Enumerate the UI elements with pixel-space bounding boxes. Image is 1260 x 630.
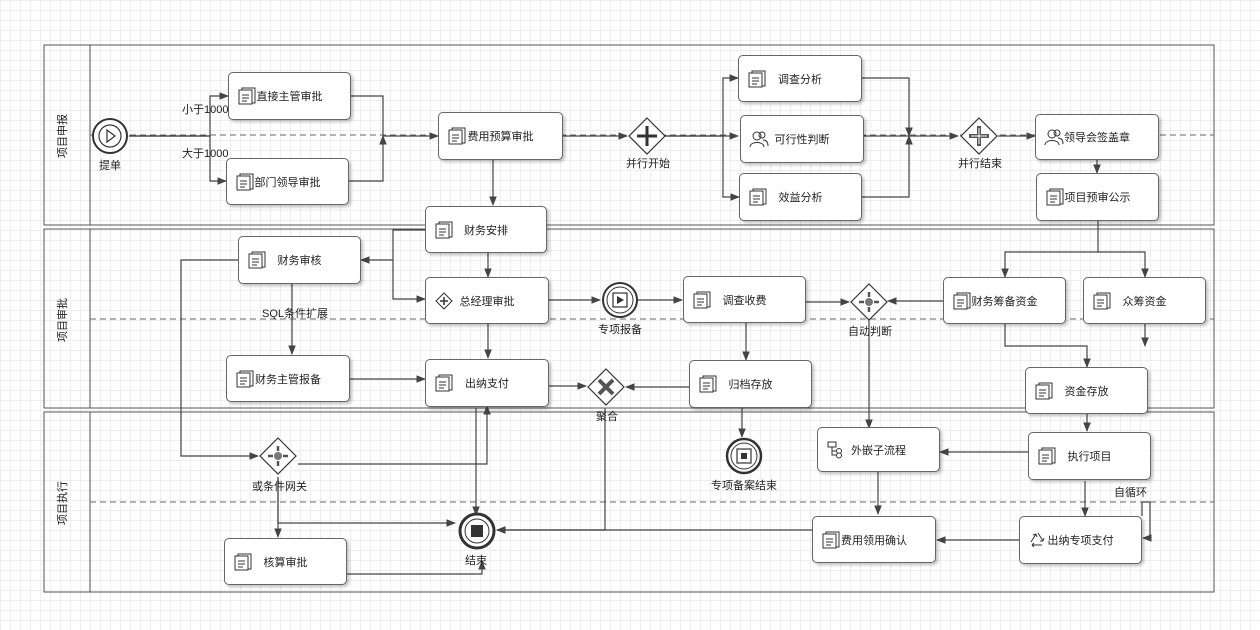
task-finance-arrange[interactable]: 财务安排 bbox=[425, 206, 547, 253]
task-icon bbox=[448, 127, 466, 145]
edge-label-less-than: 小于1000 bbox=[182, 104, 229, 116]
connectors bbox=[129, 74, 1152, 575]
task-cashier-pay[interactable]: 出纳支付 bbox=[425, 359, 549, 407]
task-icon bbox=[822, 531, 840, 548]
user-task-icon bbox=[749, 131, 769, 148]
task-icon bbox=[699, 375, 717, 393]
task-label: 费用领用确认 bbox=[841, 534, 907, 547]
auto-judge-gateway-icon[interactable] bbox=[849, 282, 889, 322]
task-benefit-analysis[interactable]: 效益分析 bbox=[739, 173, 862, 221]
start-event-label: 提单 bbox=[99, 160, 121, 172]
task-icon bbox=[1093, 292, 1111, 309]
task-icon bbox=[693, 291, 711, 308]
edge-label-greater-than: 大于1000 bbox=[182, 148, 229, 160]
task-icon bbox=[749, 188, 767, 206]
or-gateway-icon[interactable] bbox=[258, 436, 298, 476]
task-label: 总经理审批 bbox=[459, 295, 515, 308]
task-label: 出纳专项支付 bbox=[1047, 535, 1114, 547]
task-finance-review[interactable]: 财务审核 bbox=[238, 236, 361, 284]
lane-title-approve: 项目审批 bbox=[57, 298, 69, 342]
task-label: 财务筹备资金 bbox=[971, 295, 1038, 308]
special-archive-end-icon[interactable] bbox=[724, 436, 764, 476]
task-icon bbox=[1038, 447, 1056, 465]
task-icon bbox=[953, 292, 971, 309]
task-label: 项目预审公示 bbox=[1064, 192, 1131, 204]
parallel-start-label: 并行开始 bbox=[626, 158, 670, 170]
edge-label-self-loop: 自循环 bbox=[1114, 487, 1147, 499]
task-gm-approval[interactable]: 总经理审批 bbox=[425, 277, 549, 324]
task-label: 归档存放 bbox=[728, 379, 773, 391]
task-feasibility[interactable]: 可行性判断 bbox=[740, 115, 864, 163]
auto-judge-label: 自动判断 bbox=[848, 326, 892, 338]
task-label: 调查收费 bbox=[722, 294, 767, 307]
task-icon bbox=[1046, 188, 1064, 206]
gateway-task-icon bbox=[435, 291, 453, 310]
task-archive[interactable]: 归档存放 bbox=[689, 360, 812, 408]
task-label: 核算审批 bbox=[263, 556, 308, 569]
task-label: 资金存放 bbox=[1064, 385, 1109, 398]
task-budget-approval[interactable]: 费用预算审批 bbox=[438, 112, 563, 160]
lane-title-apply: 项目申报 bbox=[57, 114, 69, 158]
edge-label-sql-condition: SQL条件扩展 bbox=[262, 308, 329, 320]
task-icon bbox=[236, 370, 254, 387]
parallel-end-label: 并行结束 bbox=[958, 158, 1002, 170]
task-label: 部门领导审批 bbox=[254, 176, 321, 189]
task-dept-leader[interactable]: 部门领导审批 bbox=[226, 158, 349, 205]
end-event-icon[interactable] bbox=[457, 511, 497, 551]
task-label: 财务审核 bbox=[277, 255, 322, 267]
task-icon bbox=[248, 251, 266, 269]
special-report-event-icon[interactable] bbox=[600, 280, 640, 320]
task-finance-supervisor-report[interactable]: 财务主管报备 bbox=[226, 355, 350, 402]
task-label: 效益分析 bbox=[778, 192, 823, 204]
subprocess-icon bbox=[827, 441, 842, 458]
task-accounting-approval[interactable]: 核算审批 bbox=[224, 538, 347, 585]
merge-gateway-icon[interactable] bbox=[586, 367, 626, 407]
task-label: 众筹资金 bbox=[1122, 295, 1167, 308]
task-leader-sign[interactable]: 领导会签盖章 bbox=[1035, 114, 1159, 160]
task-icon bbox=[1035, 382, 1053, 399]
task-label: 执行项目 bbox=[1067, 451, 1112, 463]
start-event-icon[interactable] bbox=[90, 116, 130, 156]
parallel-end-gateway-icon[interactable] bbox=[959, 116, 999, 156]
task-icon bbox=[435, 374, 453, 392]
task-label: 财务安排 bbox=[464, 224, 508, 237]
lane-title-execute: 项目执行 bbox=[57, 481, 69, 525]
task-label: 财务主管报备 bbox=[255, 373, 321, 386]
task-cashier-special-pay[interactable]: 出纳专项支付 bbox=[1019, 516, 1142, 564]
task-crowdfunding[interactable]: 众筹资金 bbox=[1083, 277, 1206, 324]
task-execute-project[interactable]: 执行项目 bbox=[1028, 432, 1151, 480]
task-label: 外嵌子流程 bbox=[851, 444, 906, 457]
task-label: 直接主管审批 bbox=[256, 91, 323, 103]
task-direct-supervisor[interactable]: 直接主管审批 bbox=[228, 72, 351, 120]
task-icon bbox=[435, 221, 453, 238]
task-icon bbox=[236, 173, 254, 190]
task-icon bbox=[748, 70, 766, 87]
end-event-label: 结束 bbox=[465, 555, 487, 567]
user-task-icon bbox=[1044, 129, 1064, 146]
or-gateway-label: 或条件网关 bbox=[252, 481, 307, 493]
task-finance-raise[interactable]: 财务筹备资金 bbox=[943, 277, 1066, 324]
task-expense-confirm[interactable]: 费用领用确认 bbox=[812, 516, 936, 563]
task-label: 调查分析 bbox=[778, 73, 822, 86]
task-survey-fee[interactable]: 调查收费 bbox=[683, 276, 806, 323]
task-icon bbox=[234, 553, 252, 570]
task-fund-deposit[interactable]: 资金存放 bbox=[1025, 367, 1148, 414]
task-icon bbox=[238, 87, 256, 105]
task-label: 领导会签盖章 bbox=[1064, 132, 1130, 144]
task-label: 费用预算审批 bbox=[467, 131, 534, 143]
task-label: 可行性判断 bbox=[774, 134, 830, 146]
task-embedded-subprocess[interactable]: 外嵌子流程 bbox=[817, 427, 940, 472]
special-archive-end-label: 专项备案结束 bbox=[711, 480, 777, 492]
special-report-label: 专项报备 bbox=[598, 324, 642, 336]
task-budget-publicity[interactable]: 项目预审公示 bbox=[1036, 173, 1159, 221]
merge-label: 聚合 bbox=[596, 411, 618, 423]
parallel-start-gateway-icon[interactable] bbox=[627, 116, 667, 156]
task-label: 出纳支付 bbox=[465, 378, 509, 390]
task-survey-analysis[interactable]: 调查分析 bbox=[738, 55, 862, 102]
loop-task-icon bbox=[1030, 532, 1045, 548]
